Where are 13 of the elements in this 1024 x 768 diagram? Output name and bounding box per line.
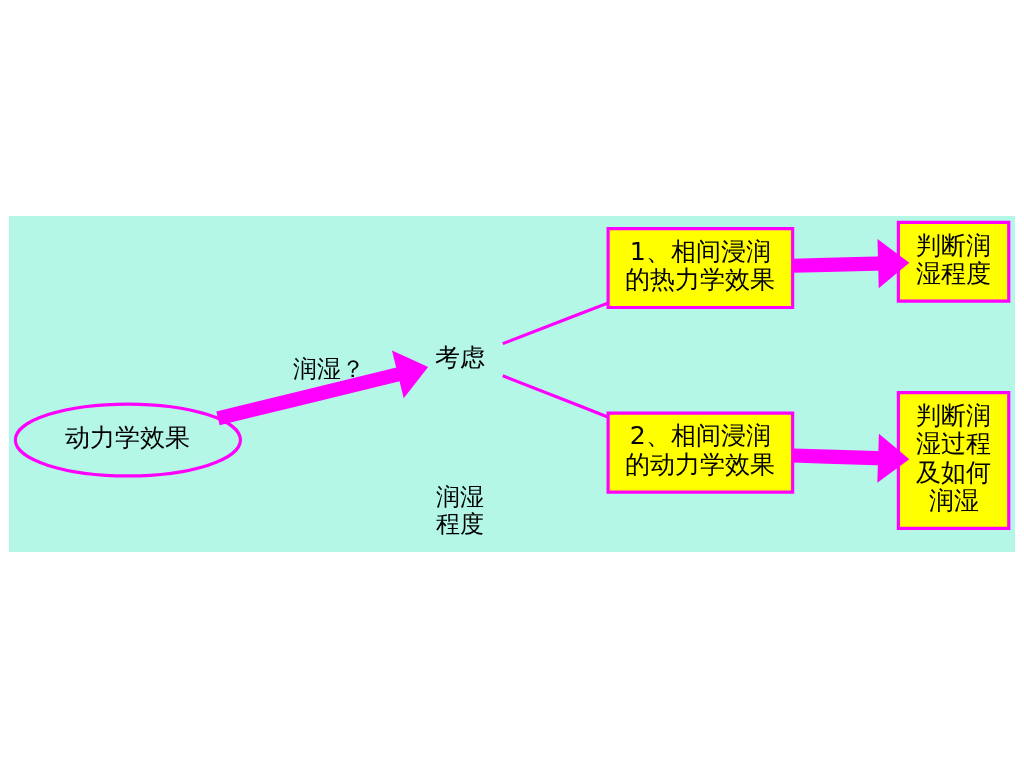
node-text: 考虑 <box>434 342 485 372</box>
edge-label: 润湿？ <box>292 354 365 383</box>
arrow <box>792 239 910 289</box>
node-ellipse: 动力学效果 <box>13 402 242 478</box>
connector <box>502 301 609 346</box>
label: 润湿程度 <box>435 482 484 538</box>
arrow <box>216 350 429 426</box>
node-box: 判断润湿程度 <box>896 220 1011 303</box>
connector <box>502 374 609 419</box>
node-box: 1、相间浸润的热力学效果 <box>606 227 795 310</box>
arrow <box>792 433 910 483</box>
node-box: 2、相间浸润的动力学效果 <box>606 411 795 494</box>
node-box: 判断润湿过程及如何润湿 <box>896 391 1011 530</box>
